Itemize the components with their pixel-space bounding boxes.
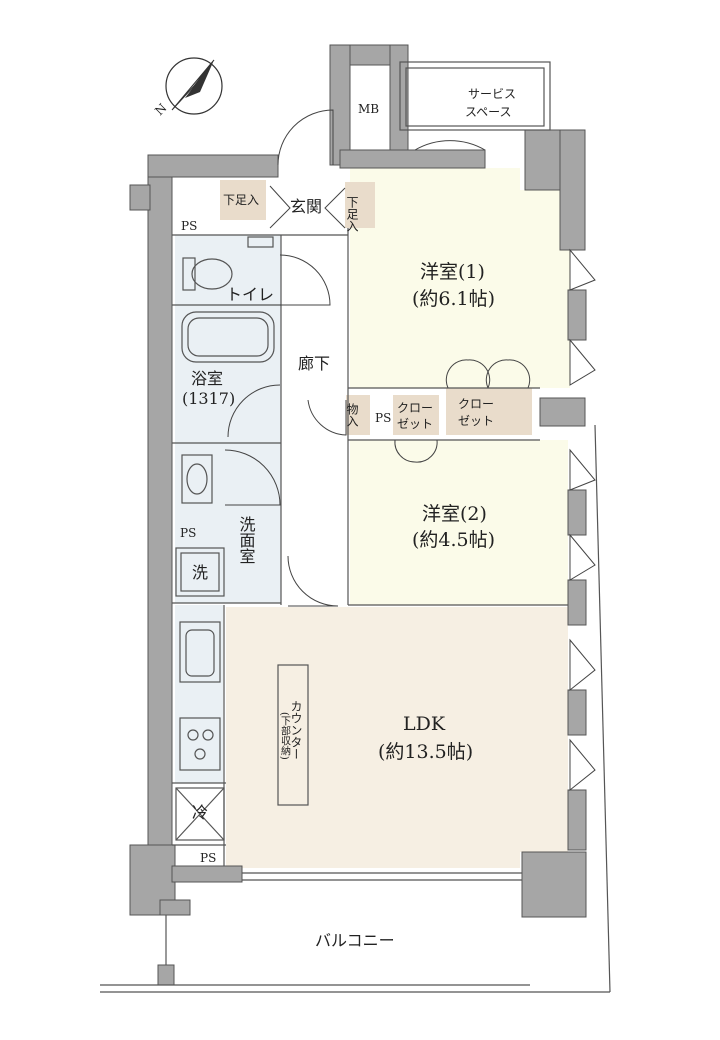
service-space-label-1: サービス <box>468 87 516 101</box>
refrigerator-label: 冷 <box>192 803 208 822</box>
counter-sub-label: (下部収納) <box>279 712 291 760</box>
stove-icon <box>179 717 221 771</box>
bath-label-2: (1317) <box>182 389 235 408</box>
ps-mid-label: PS <box>375 411 391 425</box>
ldk-label-2: (約13.5帖) <box>378 741 473 763</box>
counter-label: カウンター <box>289 700 303 760</box>
closet-b-label-2: ゼット <box>458 414 494 428</box>
service-space-label-2: スペース <box>465 105 512 119</box>
shoe-left-fill <box>220 180 266 220</box>
mb-label: MB <box>358 102 379 116</box>
closet-b-label-1: クロー <box>458 397 494 411</box>
closet-a-label-1: クロー <box>397 401 433 415</box>
ldk-fill <box>226 607 568 868</box>
north-compass-icon: N <box>152 57 223 118</box>
hallway-label: 廊下 <box>298 354 330 373</box>
bath-fill <box>175 305 281 443</box>
sink-icon <box>181 454 213 504</box>
counter-box <box>277 664 309 806</box>
balcony-label: バルコニー <box>315 931 395 950</box>
refrigerator-icon <box>175 787 225 841</box>
shoe-right-fill <box>345 182 375 228</box>
washroom-fill <box>175 443 281 603</box>
toilet-icon <box>182 236 274 291</box>
room2-fill <box>350 440 568 605</box>
room1-label-2: (約6.1帖) <box>412 288 495 310</box>
kitchen-sink-icon <box>179 621 221 683</box>
closet-a-fill <box>393 395 439 435</box>
kitchen-fill <box>175 605 223 783</box>
bath-label-1: 浴室 <box>191 369 223 388</box>
washer-icon <box>175 547 225 597</box>
shoe-right-label: 下足入 <box>345 196 359 232</box>
ps-wash-label: PS <box>180 526 196 540</box>
storage-fill <box>346 395 370 435</box>
washroom-label: 洗面室 <box>237 516 256 564</box>
storage-label: 物入 <box>345 403 359 427</box>
room1-fill <box>350 168 570 388</box>
room-fills <box>175 168 570 868</box>
ldk-label-1: LDK <box>403 713 446 735</box>
doors <box>224 109 596 792</box>
toilet-label: トイレ <box>226 285 274 304</box>
room2-label-1: 洋室(2) <box>422 503 487 525</box>
washer-label: 洗 <box>192 563 208 582</box>
shoe-left-label: 下足入 <box>223 193 259 207</box>
closet-a-label-2: ゼット <box>397 417 433 431</box>
bathtub-icon <box>181 311 275 363</box>
room1-label-1: 洋室(1) <box>420 261 485 283</box>
interior-lines <box>100 61 611 993</box>
ps-top-label: PS <box>181 219 197 233</box>
fixtures <box>175 236 309 841</box>
svg-text:N: N <box>152 101 169 118</box>
ps-bottom-label: PS <box>200 851 216 865</box>
closet-b-fill <box>446 388 532 435</box>
walls <box>129 44 587 986</box>
genkan-label: 玄関 <box>290 197 322 216</box>
room2-label-2: (約4.5帖) <box>412 529 495 551</box>
room-labels: サービス スペース MB 下足入 玄関 下足入 PS トイレ 浴室 (1317)… <box>180 87 516 950</box>
